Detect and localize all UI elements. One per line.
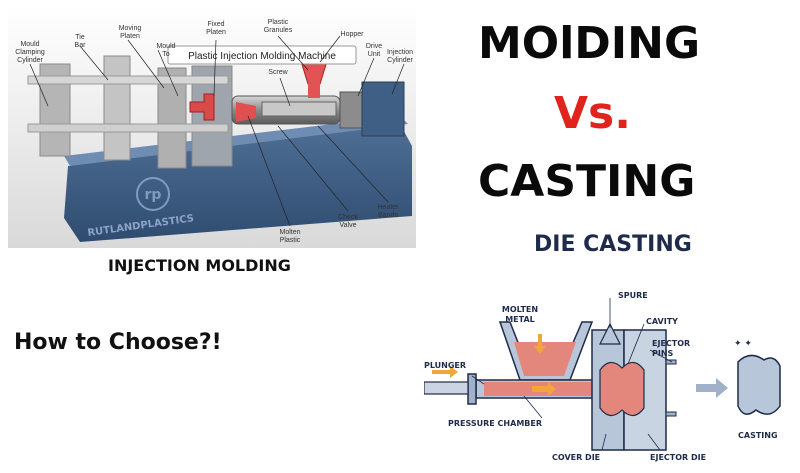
- plunger-head: [467, 373, 477, 405]
- ejector-pins-2-label: PINS: [652, 349, 674, 358]
- pressure-chamber-label: PRESSURE CHAMBER: [448, 419, 542, 428]
- injection-cylinder-2-label: Cylinder: [387, 57, 413, 64]
- how-to-choose-text: How to Choose?!: [14, 330, 222, 355]
- machine-base: [64, 124, 412, 242]
- tie-bar-2-label: Bar: [75, 42, 87, 49]
- injection-molding-machine-illustration: rp RUTLANDPLASTICS Plastic Injection Mol…: [8, 6, 416, 248]
- check-valve-1-label: Check: [338, 214, 358, 221]
- svg-text:rp: rp: [145, 187, 162, 203]
- mould-clamping-2-label: Clamping: [15, 49, 45, 56]
- output-arrow: [696, 378, 728, 398]
- moving-platen-2-label: Platen: [120, 33, 140, 40]
- injection-molding-caption: INJECTION MOLDING: [108, 256, 291, 275]
- molten-metal-1-label: MOLTEN: [502, 305, 538, 314]
- die-casting-diagram: ✦ ✦ MOLTEN METAL SPURE CAVITY EJECTOR PI…: [424, 291, 781, 462]
- title-molding: MOlDING: [478, 18, 701, 69]
- molten-metal: [514, 342, 576, 376]
- fixed-platen-2-label: Platen: [206, 29, 226, 36]
- cavity-label: CAVITY: [646, 317, 678, 326]
- molten-metal-2-label: METAL: [505, 315, 535, 324]
- ejector-pins-1-label: EJECTOR: [652, 339, 690, 348]
- casting-part: [737, 354, 781, 415]
- plunger-label: PLUNGER: [424, 361, 466, 370]
- hopper-label: Hopper: [341, 31, 365, 38]
- plastic-granules-2-label: Granules: [264, 27, 293, 34]
- plunger-rod: [424, 381, 469, 395]
- mould-tool-1-label: Mould: [156, 43, 175, 50]
- moving-platen-1-label: Moving: [119, 25, 142, 32]
- mould-tool-2-label: To: [162, 51, 170, 58]
- ejector-die-label: EJECTOR DIE: [650, 453, 706, 462]
- heater-bands-2-label: Bands: [378, 212, 398, 219]
- cover-die-label: COVER DIE: [552, 453, 600, 462]
- title-vs: Vs.: [554, 88, 631, 139]
- flow-arrow: [532, 382, 556, 396]
- plastic-granules-1-label: Plastic: [268, 19, 289, 26]
- cavity: [599, 361, 645, 417]
- fixed-platen-1-label: Fixed: [207, 21, 224, 28]
- drive-unit-2-label: Unit: [368, 51, 381, 58]
- die-casting-heading: DIE CASTING: [534, 232, 692, 257]
- heater-bands-1-label: Heater: [377, 204, 399, 211]
- drive-unit-1-label: Drive: [366, 43, 382, 50]
- molten-plastic-2-label: Plastic: [280, 237, 301, 244]
- plunger-arrow: [432, 366, 458, 378]
- screw-label: Screw: [268, 69, 288, 76]
- spure-label: SPURE: [618, 291, 648, 300]
- title-casting: CASTING: [478, 156, 696, 207]
- pour-arrow: [534, 334, 546, 354]
- mould-clamping-3-label: Cylinder: [17, 57, 43, 64]
- svg-text:✦ ✦: ✦ ✦: [734, 339, 752, 349]
- tooltip-text: Plastic Injection Molding Machine: [188, 51, 336, 62]
- casting-label: CASTING: [738, 431, 778, 440]
- injection-cylinder-1-label: Injection: [387, 49, 413, 56]
- mould-clamping-1-label: Mould: [20, 41, 39, 48]
- check-valve-2-label: Valve: [340, 222, 357, 229]
- molten-plastic-1-label: Molten: [279, 229, 300, 236]
- tie-bar-1-label: Tie: [75, 34, 85, 41]
